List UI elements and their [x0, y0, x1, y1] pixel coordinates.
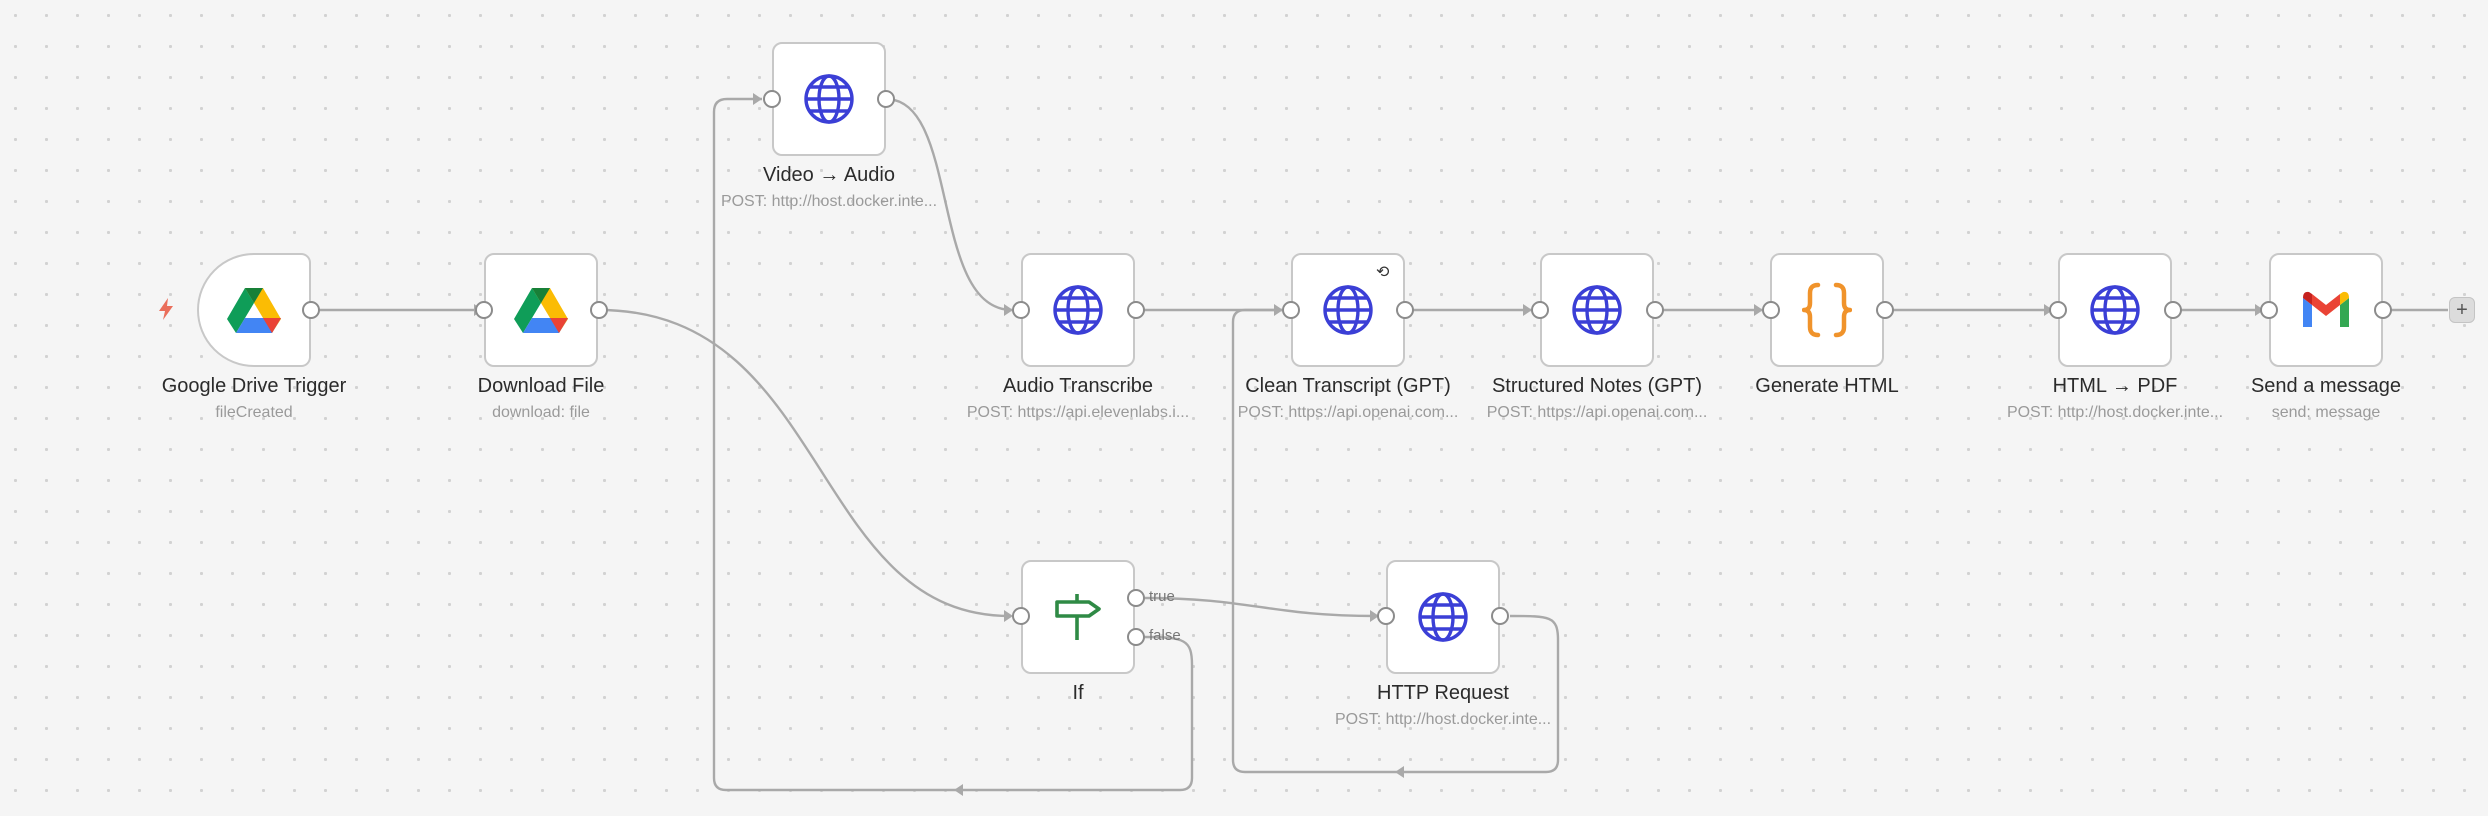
output-handle[interactable] [2374, 301, 2392, 319]
retry-icon: ⟲ [1376, 264, 1390, 281]
arrow-head [1370, 610, 1379, 622]
input-handle[interactable] [1012, 607, 1030, 625]
node-label: If [1072, 682, 1084, 704]
arrow-head [2255, 304, 2264, 316]
arrow-head [2044, 304, 2053, 316]
node-subtitle: fileCreated [215, 404, 293, 421]
output-handle-true[interactable] [1127, 589, 1145, 607]
output-handle[interactable] [1127, 301, 1145, 319]
output-handle[interactable] [302, 301, 320, 319]
input-handle[interactable] [1762, 301, 1780, 319]
output-handle[interactable] [877, 90, 895, 108]
node-google-drive-trigger[interactable] [197, 253, 311, 367]
input-handle[interactable] [1531, 301, 1549, 319]
node-audio-transcribe[interactable] [1021, 253, 1135, 367]
arrow-head [954, 784, 963, 796]
node-label: Audio Transcribe [1002, 375, 1154, 397]
node-subtitle: POST: http://host.docker.inte... [2006, 404, 2224, 421]
input-handle[interactable] [763, 90, 781, 108]
add-node-button[interactable]: + [2449, 297, 2475, 323]
node-subtitle: POST: https://api.openai.com... [1237, 404, 1459, 421]
node-html-to-pdf[interactable] [2058, 253, 2172, 367]
node-structured-notes[interactable] [1540, 253, 1654, 367]
signpost-icon [1055, 594, 1101, 640]
true-port-label: true [1149, 588, 1175, 605]
arrow-head [1754, 304, 1763, 316]
connection-if-false-video[interactable] [712, 97, 1194, 792]
input-handle[interactable] [1012, 301, 1030, 319]
node-subtitle: POST: https://api.openai.com... [1486, 404, 1708, 421]
node-subtitle: send: message [2271, 404, 2381, 421]
arrow-head [753, 93, 762, 105]
node-label: Clean Transcript (GPT) [1245, 375, 1451, 397]
arrow-head [1004, 610, 1013, 622]
output-handle[interactable] [1646, 301, 1664, 319]
globe-icon [804, 74, 854, 124]
node-label: Download File [477, 375, 605, 397]
output-handle[interactable] [1396, 301, 1414, 319]
node-http-request[interactable] [1386, 560, 1500, 674]
arrow-head [1395, 766, 1404, 778]
node-subtitle: POST: http://host.docker.inte... [1334, 711, 1552, 728]
globe-icon [1572, 285, 1622, 335]
google-drive-icon [227, 288, 281, 333]
output-handle[interactable] [590, 301, 608, 319]
globe-icon [2090, 285, 2140, 335]
node-label: Generate HTML [1755, 375, 1899, 397]
output-handle-false[interactable] [1127, 628, 1145, 646]
output-handle[interactable] [1491, 607, 1509, 625]
node-if[interactable] [1021, 560, 1135, 674]
globe-icon [1323, 285, 1373, 335]
arrow-head [1523, 304, 1532, 316]
false-port-label: false [1149, 627, 1181, 644]
node-generate-html[interactable] [1770, 253, 1884, 367]
node-subtitle: POST: http://host.docker.inte... [720, 193, 938, 210]
gmail-icon [2303, 291, 2349, 327]
connection-download-if[interactable] [598, 308, 1011, 618]
node-label: Send a message [2250, 375, 2402, 397]
input-handle[interactable] [1282, 301, 1300, 319]
input-handle[interactable] [2260, 301, 2278, 319]
connection-if-true-http[interactable] [1144, 596, 1377, 618]
output-handle[interactable] [2164, 301, 2182, 319]
node-video-to-audio[interactable] [772, 42, 886, 156]
node-label: HTML → PDF [2052, 375, 2178, 397]
lightning-bolt-icon [159, 298, 173, 320]
node-download-file[interactable] [484, 253, 598, 367]
globe-icon [1418, 592, 1468, 642]
input-handle[interactable] [2049, 301, 2067, 319]
code-braces-icon [1802, 282, 1852, 338]
input-handle[interactable] [475, 301, 493, 319]
node-label: Video → Audio [763, 164, 895, 186]
node-subtitle: download: file [492, 404, 590, 421]
node-subtitle: POST: https://api.elevenlabs.i... [966, 404, 1190, 421]
node-label: Google Drive Trigger [161, 375, 347, 397]
node-send-message[interactable] [2269, 253, 2383, 367]
input-handle[interactable] [1377, 607, 1395, 625]
output-handle[interactable] [1876, 301, 1894, 319]
connection-video-transcribe[interactable] [885, 97, 1013, 312]
node-label: Structured Notes (GPT) [1491, 375, 1703, 397]
node-label: HTTP Request [1377, 682, 1509, 704]
node-clean-transcript[interactable] [1291, 253, 1405, 367]
globe-icon [1053, 285, 1103, 335]
google-drive-icon [514, 288, 568, 333]
arrow-head [1004, 304, 1013, 316]
